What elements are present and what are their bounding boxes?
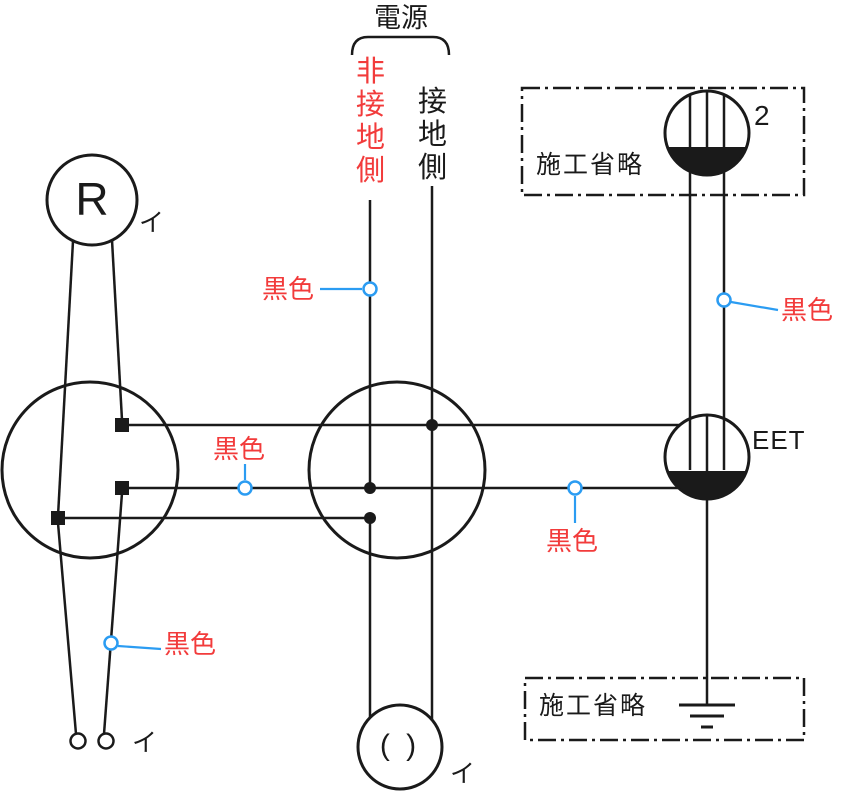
ceiling-light-symbol <box>356 703 444 791</box>
wire-color-label: 黒色 <box>164 629 217 659</box>
wire-lamp-r-return <box>56 240 75 517</box>
construction-omitted-label-top: 施工省略 <box>536 151 645 179</box>
switch-symbol <box>69 732 115 750</box>
connection-dot <box>426 419 438 431</box>
double-outlet-count-label: 2 <box>754 100 770 131</box>
wires <box>56 92 726 735</box>
wire-switch-return <box>56 522 78 735</box>
wire-color-label: 黒色 <box>262 274 315 304</box>
lamp-r-switch-group-label: イ <box>139 209 165 237</box>
junction-box-center <box>307 380 487 560</box>
non-grounded-side-label: 非接地側 <box>356 56 386 187</box>
power-bracket <box>350 35 451 56</box>
power-source-label: 電源 <box>374 3 428 33</box>
lamp-r-letter: R <box>75 173 109 225</box>
connection-square <box>115 418 129 432</box>
construction-omitted-label-bottom: 施工省略 <box>539 692 648 720</box>
connection-square <box>51 511 65 525</box>
wire-color-marker <box>716 292 732 308</box>
eet-label: EET <box>752 425 806 455</box>
wire-color-label: 黒色 <box>213 434 266 464</box>
connection-dots <box>364 419 438 524</box>
connection-square <box>115 481 129 495</box>
junction-box-left <box>0 380 180 560</box>
wire-switch-hot <box>102 492 124 735</box>
ceiling-light-switch-group-label: イ <box>450 760 476 788</box>
connection-dot <box>364 512 376 524</box>
ceiling-light-glyph: ( ) <box>379 729 421 762</box>
wire-lamp-r-neutral <box>110 239 124 421</box>
wire-color-markers <box>103 281 779 651</box>
wire-color-marker <box>103 635 119 651</box>
connection-squares <box>51 418 129 525</box>
wire-color-label: 黒色 <box>546 526 599 556</box>
grounded-side-label: 接地側 <box>418 86 448 184</box>
wire-color-label: 黒色 <box>781 295 834 325</box>
wire-color-marker <box>237 480 253 496</box>
switch-group-label: イ <box>132 729 158 757</box>
connection-dot <box>364 482 376 494</box>
construction-omitted-box-top <box>520 86 806 197</box>
construction-omitted-box-bottom <box>523 676 806 742</box>
marker-line <box>117 644 162 651</box>
ground-symbol <box>679 703 735 729</box>
lamp-r-symbol <box>45 153 139 247</box>
wire-color-marker <box>567 480 583 496</box>
marker-line <box>730 300 779 312</box>
wire-color-marker <box>362 281 378 297</box>
